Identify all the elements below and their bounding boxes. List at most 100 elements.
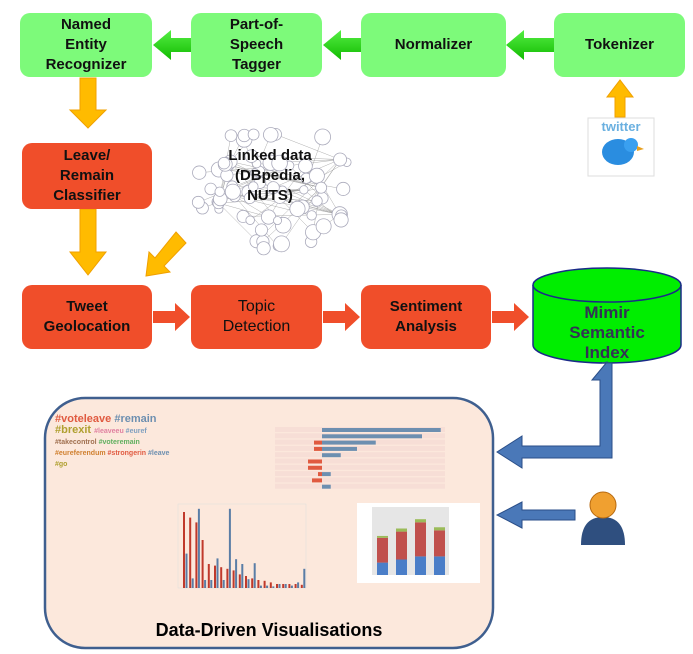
cloud-node bbox=[311, 195, 323, 207]
column-red bbox=[263, 580, 266, 588]
arrow-geo-to-topic bbox=[153, 303, 190, 331]
column-blue bbox=[290, 585, 293, 588]
column-blue bbox=[297, 582, 300, 588]
bar-row-bg bbox=[275, 483, 445, 489]
cloud-node bbox=[245, 215, 255, 225]
stacked-segment bbox=[415, 522, 426, 557]
bar-positive bbox=[322, 428, 441, 432]
arrow-norm-to-pos bbox=[323, 30, 361, 60]
cloud-node bbox=[224, 129, 238, 142]
cloud-node bbox=[273, 235, 290, 253]
bar-negative bbox=[314, 446, 322, 451]
cloud-node bbox=[271, 154, 288, 172]
classifier-label: Leave/ Remain Classifier bbox=[53, 147, 121, 204]
bar-positive bbox=[322, 472, 331, 477]
bar-row-bg bbox=[275, 458, 445, 464]
stacked-segment bbox=[396, 528, 407, 532]
cloud-link bbox=[198, 165, 290, 203]
bar-positive bbox=[322, 440, 376, 445]
column-red bbox=[238, 574, 241, 588]
normalizer-box: Normalizer bbox=[361, 13, 506, 77]
cloud-node bbox=[256, 241, 271, 256]
column-blue bbox=[210, 580, 213, 588]
stacked-chart-thumbnail bbox=[357, 503, 480, 583]
bar-positive bbox=[322, 484, 331, 489]
stacked-segment bbox=[377, 535, 388, 538]
named-entity-recognizer-box: Named Entity Recognizer bbox=[20, 13, 152, 77]
column-red bbox=[269, 582, 272, 588]
column-red bbox=[226, 568, 229, 588]
arrow-linkeddata-to-geo bbox=[145, 231, 187, 277]
cloud-node bbox=[191, 195, 205, 209]
column-red bbox=[245, 576, 247, 588]
arrow-twitter-to-tokenizer bbox=[605, 79, 635, 118]
linked-data-cloud-image bbox=[191, 127, 352, 256]
cloud-node bbox=[248, 181, 259, 192]
cloud-node bbox=[266, 181, 280, 195]
stacked-segment bbox=[377, 537, 388, 563]
tokenizer-box: Tokenizer bbox=[554, 13, 685, 77]
word-cloud-term: #brexit bbox=[55, 424, 95, 436]
bar-row-bg bbox=[275, 445, 445, 451]
column-red bbox=[300, 584, 303, 588]
cloud-node bbox=[299, 185, 309, 195]
sentiment-label: Sentiment Analysis bbox=[389, 298, 463, 335]
word-cloud-term: #eureferendum bbox=[55, 450, 108, 457]
column-red bbox=[214, 565, 216, 588]
cloud-node bbox=[217, 156, 231, 170]
cloud-node bbox=[214, 186, 225, 197]
twitter-logo-text: twitter bbox=[601, 119, 641, 134]
cloud-node bbox=[298, 158, 313, 174]
bar-row-bg bbox=[275, 471, 445, 477]
column-blue bbox=[197, 508, 200, 588]
cloud-node bbox=[308, 167, 325, 184]
normalizer-label: Normalizer bbox=[394, 36, 473, 53]
cloud-node bbox=[192, 165, 207, 180]
arrow-user-to-visualisations bbox=[495, 501, 576, 529]
bar-positive bbox=[322, 434, 422, 439]
column-red bbox=[195, 522, 198, 588]
cloud-node bbox=[315, 218, 332, 235]
column-red bbox=[251, 578, 254, 588]
mimir-index-label: Mimir Semantic Index bbox=[569, 303, 645, 362]
cloud-link bbox=[256, 159, 341, 242]
cloud-link bbox=[250, 198, 281, 221]
word-cloud-term: #strongerin bbox=[107, 450, 148, 457]
cloud-node bbox=[289, 200, 306, 217]
stacked-segment bbox=[396, 559, 407, 575]
bar-negative bbox=[308, 459, 322, 464]
stacked-segment bbox=[377, 562, 388, 575]
cloud-link bbox=[281, 159, 341, 244]
tweet-geolocation-box: Tweet Geolocation bbox=[22, 285, 152, 349]
user-icon bbox=[581, 491, 625, 545]
ner-label: Named Entity Recognizer bbox=[45, 16, 127, 73]
cloud-node bbox=[243, 192, 256, 205]
column-red bbox=[282, 584, 285, 588]
column-blue bbox=[278, 584, 281, 588]
pos-tagger-box: Part-of- Speech Tagger bbox=[191, 13, 322, 77]
topic-detection-box: Topic Detection bbox=[191, 285, 322, 349]
cloud-node bbox=[306, 210, 317, 221]
cloud-node bbox=[247, 128, 260, 141]
cloud-node bbox=[333, 152, 348, 167]
arrow-pos-to-ner bbox=[153, 30, 191, 60]
cloud-node bbox=[336, 181, 351, 196]
stacked-segment bbox=[434, 556, 445, 575]
bar-row-bg bbox=[275, 477, 445, 483]
column-red bbox=[183, 512, 185, 588]
bar-negative bbox=[308, 465, 322, 470]
column-blue bbox=[253, 563, 256, 588]
topic-label: Topic Detection bbox=[222, 298, 291, 335]
stacked-segment bbox=[415, 556, 426, 575]
bar-negative bbox=[318, 472, 322, 477]
cloud-node bbox=[244, 149, 259, 163]
cloud-link bbox=[280, 198, 342, 216]
word-cloud-term: #go bbox=[55, 461, 68, 468]
arrow-classifier-to-geo bbox=[68, 208, 108, 276]
column-red bbox=[201, 540, 204, 588]
column-blue bbox=[185, 553, 188, 588]
sentiment-analysis-box: Sentiment Analysis bbox=[361, 285, 491, 349]
column-blue bbox=[204, 580, 207, 588]
column-chart-thumbnail bbox=[177, 503, 307, 589]
